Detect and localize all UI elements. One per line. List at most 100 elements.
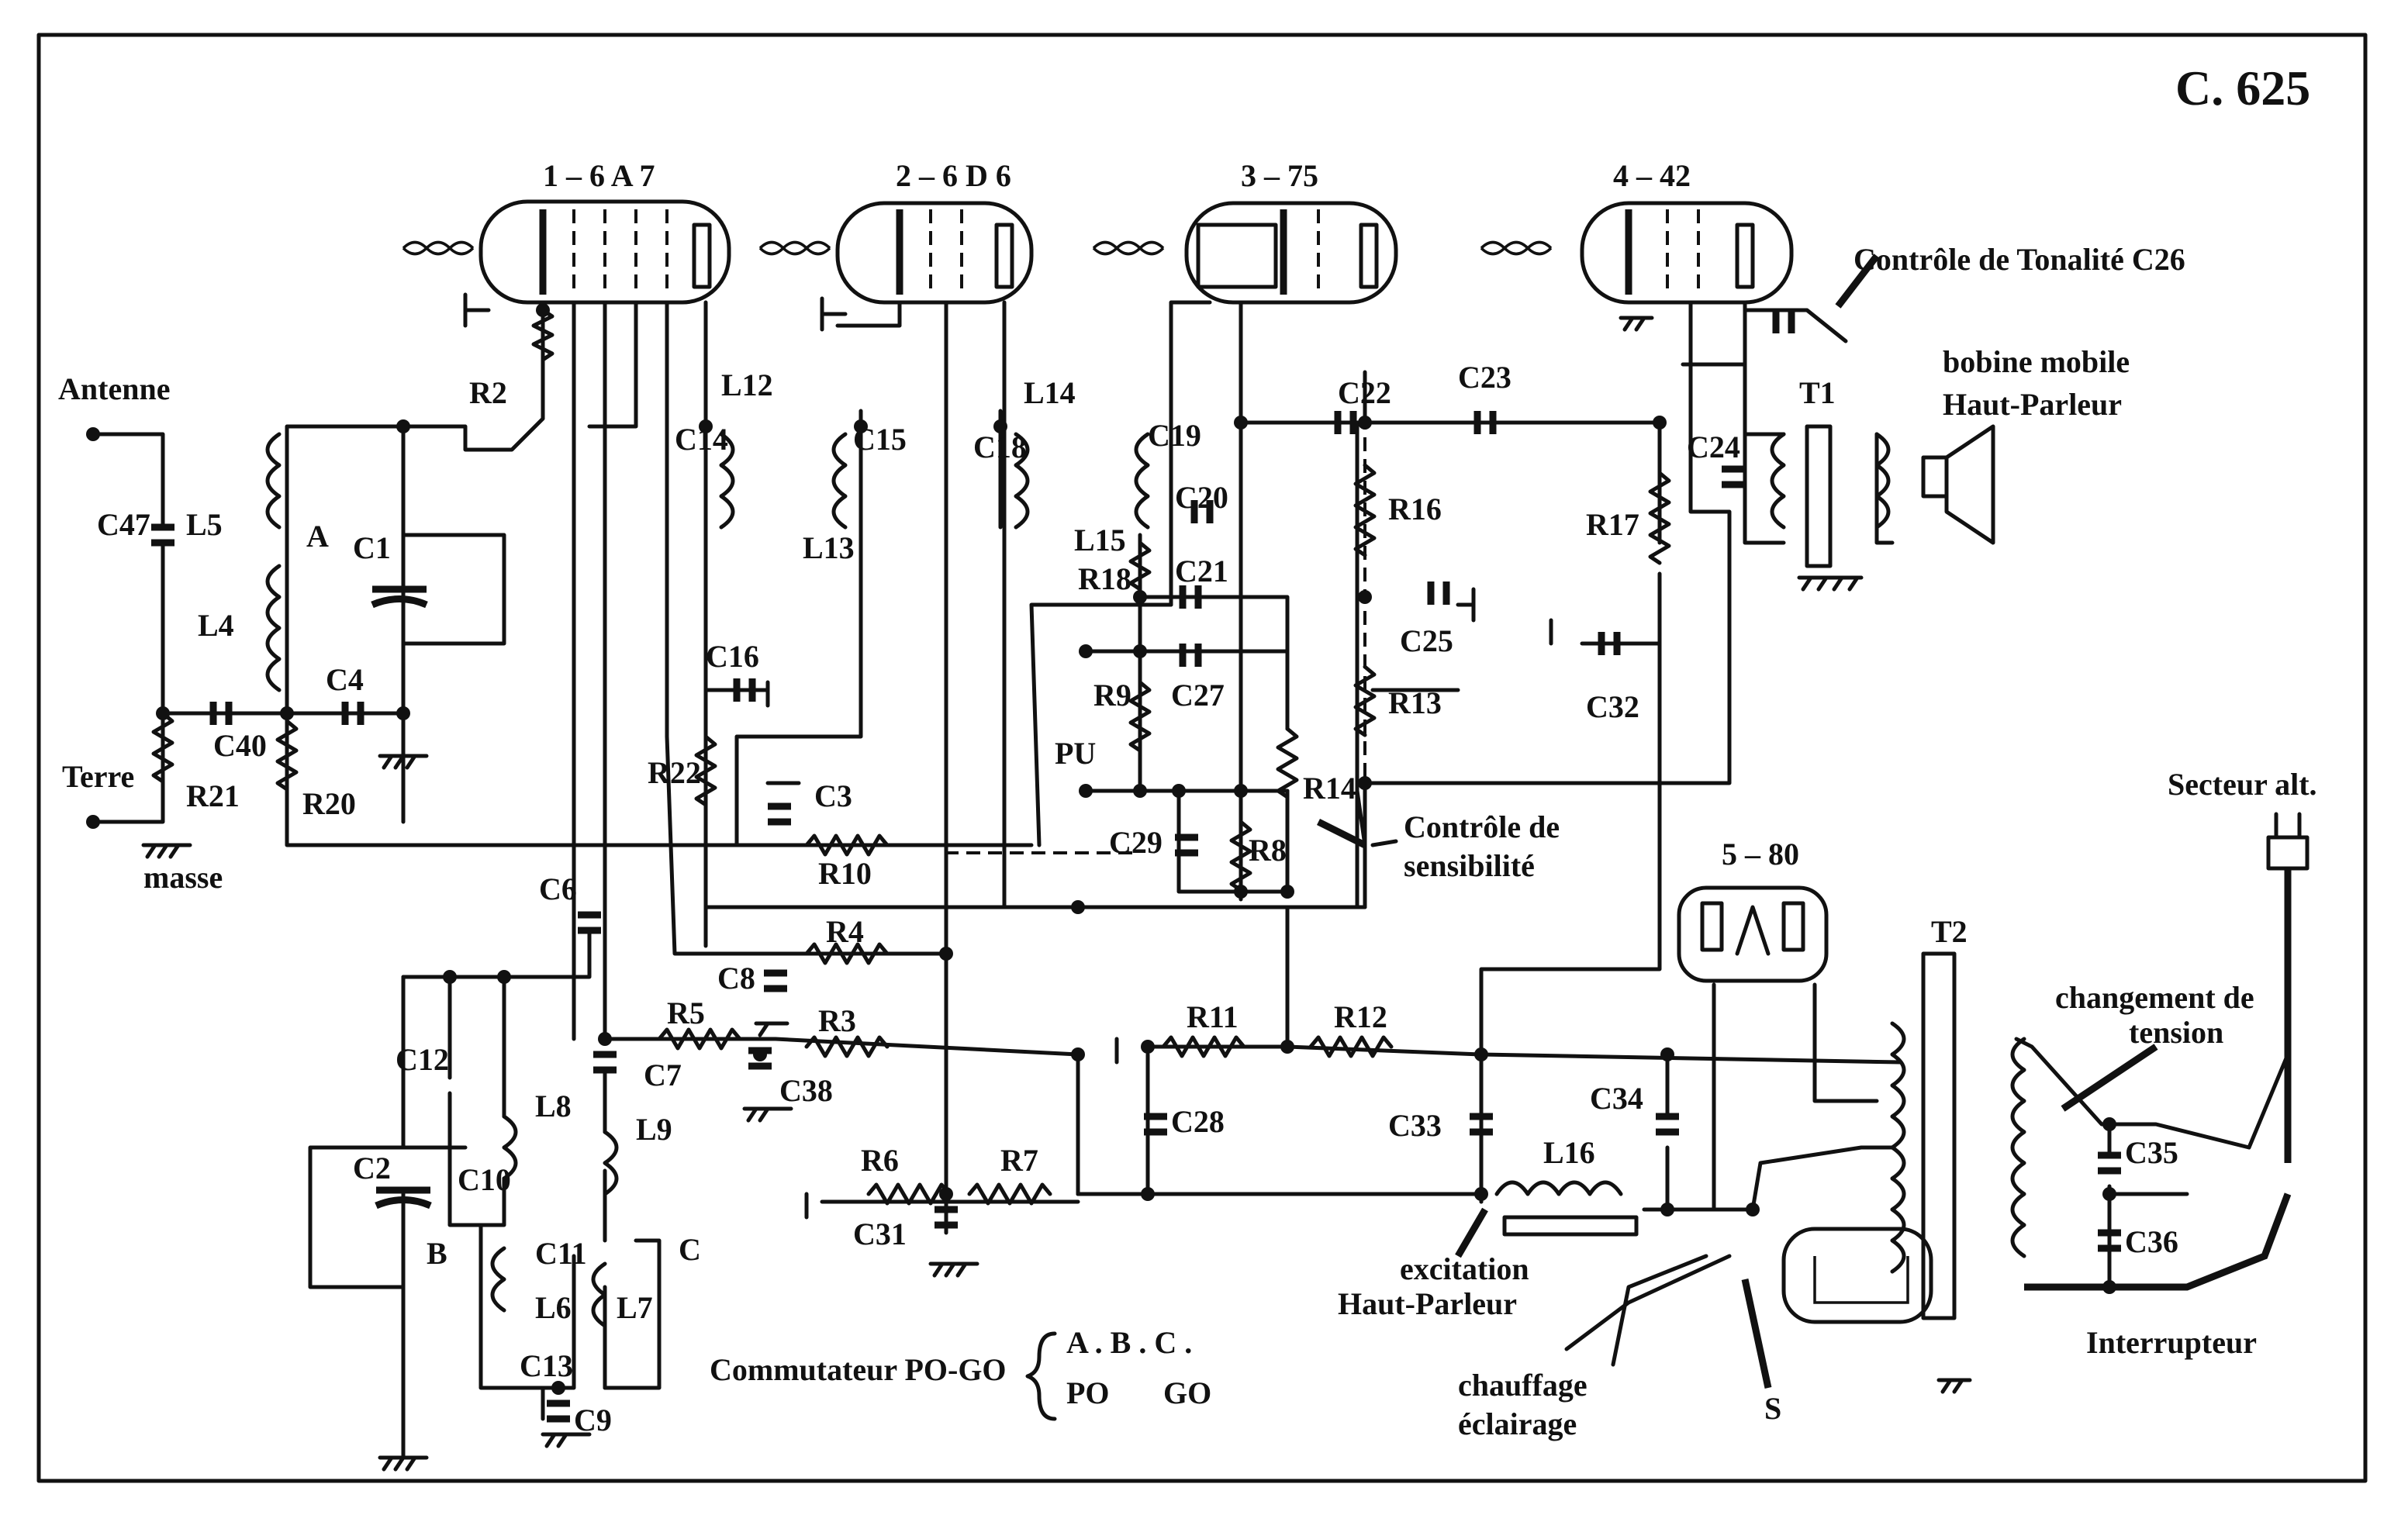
resistor-r21-shape [151, 711, 174, 784]
voltage-change-label: changement de [2055, 980, 2254, 1015]
label-c: C [679, 1232, 701, 1267]
resistor-r5-shape [657, 1027, 742, 1051]
coil-l16-shape [1494, 1180, 1623, 1196]
coil-l15-shape [1134, 432, 1150, 530]
label-c31: C31 [853, 1216, 907, 1251]
label-c8: C8 [717, 961, 755, 996]
resistor-r3-shape [804, 1035, 890, 1058]
plug-icon [2266, 812, 2310, 1163]
wiring [91, 300, 2292, 1460]
capacitor-c33-shape [1470, 1113, 1493, 1136]
capacitor-c20-shape [1190, 500, 1214, 523]
tube-3-label: 3 ‒ 75 [1241, 158, 1318, 193]
earth-label: Terre [62, 759, 134, 794]
label-r10: R10 [818, 856, 872, 891]
ground-label: masse [143, 860, 223, 895]
label-l12: L12 [721, 368, 773, 402]
resistor-r14-shape [1276, 726, 1299, 799]
capacitor-c24-shape [1722, 465, 1745, 488]
label-c6: C6 [539, 871, 577, 906]
resistor-r2-shape [531, 308, 554, 362]
tone-control-label: Contrôle de Tonalité C26 [1854, 242, 2185, 277]
label-c13: C13 [520, 1348, 573, 1383]
tube-5-80: 5 ‒ 80 [1677, 837, 1829, 983]
label-c25: C25 [1400, 623, 1453, 658]
label-t1: T1 [1799, 375, 1836, 410]
voltage-label: tension [2129, 1015, 2223, 1050]
label-c1: C1 [353, 530, 391, 565]
label-c18: C18 [973, 430, 1027, 464]
capacitor-c28-shape [1144, 1113, 1167, 1136]
tube-4-42: 4 ‒ 42 [1480, 158, 1794, 305]
label-l7: L7 [617, 1290, 653, 1325]
label-c28: C28 [1171, 1104, 1225, 1139]
resistor-r7-shape [967, 1182, 1052, 1206]
label-c2: C2 [353, 1151, 391, 1185]
label-c4: C4 [326, 662, 364, 697]
resistor-r20-shape [275, 719, 299, 792]
capacitors [151, 310, 2121, 1423]
capacitor-c32-shape [1598, 632, 1621, 655]
capacitor-c47-shape [151, 523, 174, 547]
capacitor-c35-shape [2098, 1151, 2121, 1175]
label-r2: R2 [469, 375, 507, 410]
lighting-label: éclairage [1458, 1406, 1577, 1441]
label-l13: L13 [803, 530, 855, 565]
tube-2-6d6: 2 ‒ 6 D 6 [758, 158, 1034, 305]
label-c14: C14 [675, 422, 728, 457]
label-c27: C27 [1171, 678, 1225, 713]
label-c12: C12 [396, 1042, 449, 1077]
label-c32: C32 [1586, 689, 1639, 724]
commutator-positions: A . B . C . [1066, 1325, 1192, 1360]
label-c36: C36 [2125, 1224, 2178, 1259]
label-r3: R3 [818, 1003, 856, 1038]
resistor-r10-shape [804, 833, 890, 857]
coil-l4-shape [265, 564, 282, 692]
excitation-speaker-label: Haut-Parleur [1338, 1286, 1517, 1321]
label-c20: C20 [1175, 480, 1228, 515]
coil-l9-shape [603, 1130, 619, 1196]
coil-l13-shape [831, 432, 848, 530]
label-s: S [1764, 1391, 1781, 1426]
label-c47: C47 [97, 507, 150, 542]
capacitor-c26-shape [1772, 310, 1795, 333]
text-labels: Antenne Terre masse Contrôle de Tonalité… [58, 242, 2317, 1441]
label-l8: L8 [535, 1089, 572, 1123]
tube-1-6a7: 1 ‒ 6 A 7 [402, 158, 731, 305]
coil-l12-shape [719, 432, 735, 530]
pointer-arrows [1316, 254, 2158, 1389]
label-c16: C16 [706, 639, 759, 674]
capacitor-c16-shape [733, 678, 756, 702]
coil-t2-primary-shape [1890, 1021, 1906, 1274]
capacitor-c34-shape [1656, 1113, 1679, 1136]
resistor-r18-shape [1128, 540, 1152, 592]
commutator-go: GO [1163, 1375, 1211, 1410]
label-c7: C7 [644, 1058, 682, 1092]
label-c11: C11 [535, 1236, 587, 1271]
tube-1-label: 1 ‒ 6 A 7 [543, 158, 655, 193]
coil-l7-shape [591, 1261, 607, 1328]
label-c33: C33 [1388, 1108, 1442, 1143]
label-r18: R18 [1078, 561, 1131, 596]
sheet-reference: C. 625 [2175, 60, 2310, 116]
capacitor-c22-shape [1334, 411, 1357, 434]
label-b: B [427, 1236, 447, 1271]
label-r14: R14 [1303, 771, 1356, 806]
label-r5: R5 [667, 996, 705, 1030]
capacitor-c40-shape [209, 702, 233, 725]
ground-symbols [141, 292, 1972, 1472]
coil-t2-secondary-shape [2010, 1037, 2026, 1258]
label-pu: PU [1055, 736, 1096, 771]
capacitor-c6-shape [578, 911, 601, 934]
resistor-r13-shape [1353, 664, 1377, 737]
resistor-r11-shape [1161, 1035, 1246, 1058]
label-c40: C40 [213, 728, 267, 763]
label-r21: R21 [186, 778, 240, 813]
capacitor-c2-shape [375, 1186, 432, 1210]
resistor-r17-shape [1648, 471, 1671, 565]
commutator-label: Commutateur PO-GO [710, 1352, 1007, 1387]
tube-2-label: 2 ‒ 6 D 6 [896, 158, 1011, 193]
capacitor-c9-shape [547, 1399, 570, 1423]
label-t2: T2 [1931, 914, 1968, 949]
